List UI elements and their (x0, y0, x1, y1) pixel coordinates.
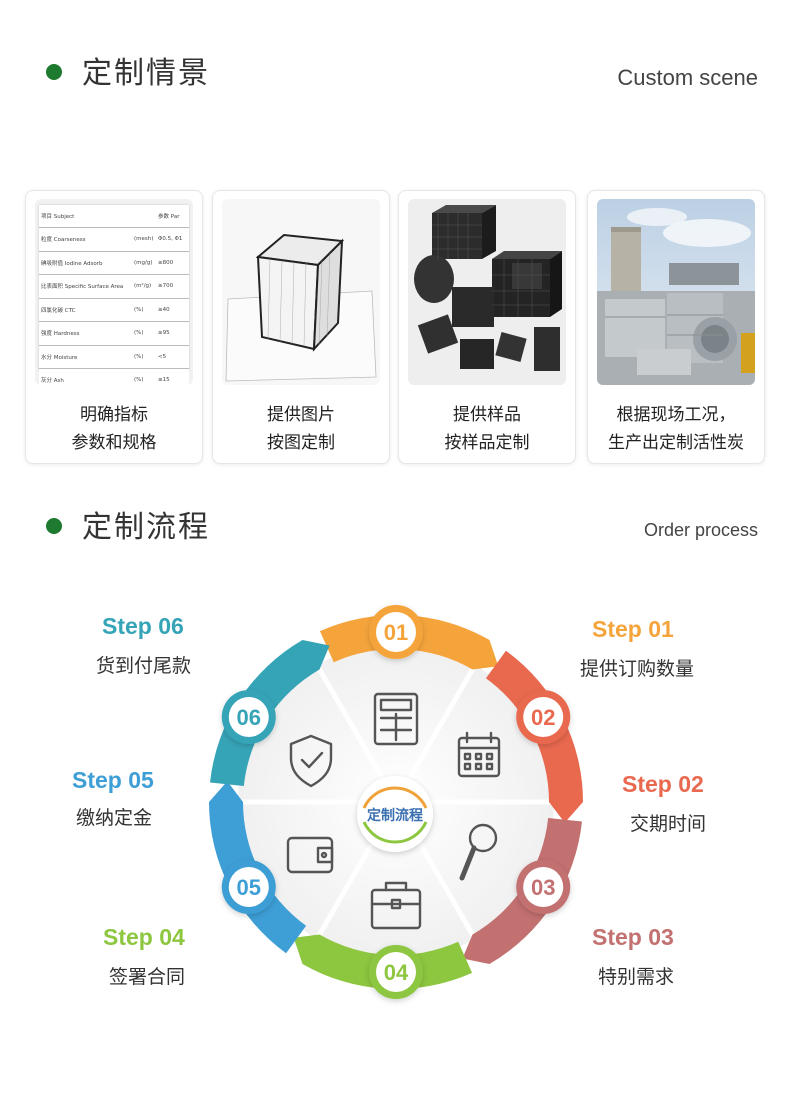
step-number: 02 (531, 705, 555, 730)
step-05-desc: 缴纳定金 (76, 807, 153, 829)
spec-cell: ≥40 (156, 298, 189, 322)
step-01-title: Step 01 (592, 616, 674, 642)
center-hub: 定制流程 (357, 776, 433, 852)
step-badge-04[interactable]: 04 (369, 945, 423, 999)
section-title: 定制情景 (82, 56, 210, 91)
step-01-desc: 提供订购数量 (580, 658, 695, 680)
step-number: 04 (384, 960, 409, 985)
spec-cell: 碘吸附值 Iodine Adsorb (39, 251, 132, 275)
wallet-icon (286, 836, 334, 874)
step-badge-01[interactable]: 01 (369, 605, 423, 659)
spec-row: 强度 Hardness(%)≥95 (39, 321, 189, 346)
spec-row: 比表面积 Specific Surface Area(m²/g)≥700 (39, 274, 189, 299)
scene-header: 定制情景 Custom scene (0, 40, 790, 100)
step-06-desc: 货到付尾款 (96, 655, 192, 677)
step-badge-03[interactable]: 03 (516, 860, 571, 914)
process-wheel: 定制流程 01 02 03 04 05 06 (209, 605, 583, 999)
card-caption: 提供图片 按图定制 (267, 405, 335, 453)
spec-row: 四氯化碳 CTC(%)≥40 (39, 298, 189, 322)
bullet-dot (46, 518, 62, 534)
briefcase-icon (370, 881, 422, 930)
spec-cell: 强度 Hardness (39, 321, 132, 346)
spec-cell: ≥700 (156, 274, 189, 299)
step-02-title: Step 02 (622, 771, 704, 797)
scene-card-drawing[interactable]: 提供图片 按图定制 (212, 190, 390, 464)
card-caption: 根据现场工况， 生产出定制活性炭 (608, 405, 744, 453)
section-title: 定制流程 (82, 510, 210, 545)
step-badge-06[interactable]: 06 (221, 690, 276, 744)
spec-cell: (mg/g) (132, 251, 156, 275)
spec-cell: ≥800 (156, 251, 189, 275)
spec-cell: (%) (132, 321, 156, 346)
step-02-desc: 交期时间 (630, 813, 707, 835)
card-caption: 提供样品 按样品定制 (444, 405, 530, 453)
spec-cell: Φ0.5, Φ1 (156, 227, 189, 252)
process-header: 定制流程 Order process (0, 496, 790, 556)
calendar-icon (457, 731, 501, 778)
spec-cell: 项目 Subject (39, 205, 132, 228)
step-06-title: Step 06 (102, 613, 184, 639)
spec-cell: (mesh) (132, 227, 156, 252)
step-04-title: Step 04 (103, 924, 185, 950)
honeycomb-samples-image (408, 199, 566, 385)
spec-cell: (%) (132, 298, 156, 322)
spec-cell: ≥95 (156, 321, 189, 346)
scene-card-site[interactable]: 根据现场工况， 生产出定制活性炭 (587, 190, 765, 464)
section-subtitle: Custom scene (617, 65, 758, 90)
spec-cell: 四氯化碳 CTC (39, 298, 132, 322)
calculator-icon (373, 692, 419, 746)
step-number: 05 (237, 875, 261, 900)
spec-cell: 参数 Par (156, 205, 189, 228)
spec-cell: 比表面积 Specific Surface Area (39, 274, 132, 299)
sketch-image (222, 199, 380, 385)
step-badge-02[interactable]: 02 (516, 690, 571, 744)
step-number: 01 (384, 620, 408, 645)
step-number: 06 (237, 705, 261, 730)
step-badge-05[interactable]: 05 (221, 860, 276, 914)
spec-cell: <5 (156, 345, 189, 369)
magnifier-icon (459, 823, 498, 881)
spec-cell: 水分 Moisture (39, 345, 132, 369)
shield-icon (289, 734, 333, 788)
spec-cell: (m²/g) (132, 274, 156, 299)
section-subtitle: Order process (643, 520, 758, 540)
bullet-dot (46, 64, 62, 80)
spec-row: 碘吸附值 Iodine Adsorb(mg/g)≥800 (39, 251, 189, 275)
spec-cell: 灰分 Ash (39, 368, 132, 385)
spec-cell: 粒度 Coarseness (39, 227, 132, 252)
step-number: 03 (531, 875, 555, 900)
spec-cell (132, 205, 156, 228)
spec-row: 灰分 Ash(%)≤15 (39, 368, 189, 385)
step-05-title: Step 05 (72, 767, 154, 793)
scene-card-samples[interactable]: 提供样品 按样品定制 (398, 190, 576, 464)
step-04-desc: 签署合同 (109, 966, 186, 988)
step-03-title: Step 03 (592, 924, 674, 950)
spec-row: 水分 Moisture(%)<5 (39, 345, 189, 369)
factory-site-image (597, 199, 755, 385)
card-caption: 明确指标 参数和规格 (71, 405, 157, 453)
spec-cell: ≤15 (156, 368, 189, 385)
step-03-desc: 特别需求 (598, 966, 675, 988)
center-label: 定制流程 (367, 807, 423, 824)
spec-cell: (%) (132, 345, 156, 369)
spec-cell: (%) (132, 368, 156, 385)
spec-row: 项目 Subject 参数 Par (39, 205, 189, 228)
spec-row: 粒度 Coarseness(mesh)Φ0.5, Φ1 (39, 227, 189, 252)
